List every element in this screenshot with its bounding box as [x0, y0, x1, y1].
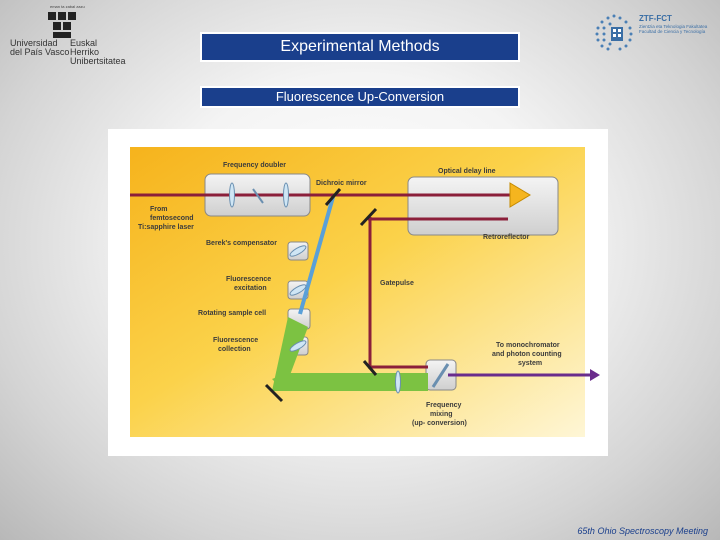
optical-delay-line-box: [407, 176, 559, 236]
retroreflector-icon: [509, 182, 531, 208]
label-freq-mixing-2: mixing: [430, 411, 453, 418]
label-from-laser-3: Ti:sapphire laser: [138, 224, 194, 231]
gate-mirror-icon: [362, 360, 378, 376]
dichroic-mirror-icon: [324, 188, 342, 206]
university-emblem-icon: [48, 12, 76, 38]
label-rotating-sample-cell: Rotating sample cell: [198, 310, 266, 317]
label-fluor-excitation-1: Fluorescence: [226, 276, 271, 283]
excitation-beam: [298, 196, 335, 315]
fluorescence-beam-down: [272, 317, 308, 391]
footer-meeting: 65th Ohio Spectroscopy Meeting: [577, 526, 708, 536]
label-freq-mixing-1: Frequency: [426, 402, 462, 409]
doubler-lens-2-icon: [283, 182, 289, 208]
faculty-line2: Facultad de Ciencia y Tecnología: [639, 29, 706, 34]
excitation-lens-icon: [289, 284, 307, 296]
logo-text-es: Universidad del País Vasco: [10, 39, 69, 57]
logo-line2-eu: Unibertsitatea: [70, 56, 126, 66]
logo-line2-es: del País Vasco: [10, 47, 70, 57]
output-arrow-icon: [590, 369, 600, 381]
focusing-lens-icon: [395, 370, 401, 394]
university-logo: eman ta zabal zazu Universidad del País …: [8, 4, 128, 66]
setup-diagram-svg: Frequency doubler Dichroic mirror Optica…: [130, 147, 600, 437]
collection-lens-icon: [289, 340, 307, 352]
logo-line1-es: Universidad: [10, 38, 58, 48]
label-optical-delay-line: Optical delay line: [438, 168, 496, 175]
delay-mirror-icon: [359, 207, 378, 227]
label-freq-mixing-3: (up- conversion): [412, 420, 467, 427]
fluorescence-beam-horizontal: [272, 373, 428, 391]
slide-title: Experimental Methods: [200, 32, 520, 62]
faculty-line1: Zientzia eta Teknologia Fakultatea: [639, 24, 708, 29]
fold-mirror-icon: [264, 383, 284, 403]
faculty-logo: ZTF-FCT Zientzia eta Teknologia Fakultat…: [592, 12, 712, 52]
setup-diagram: Frequency doubler Dichroic mirror Optica…: [108, 129, 608, 456]
faculty-logo-title: ZTF-FCT: [639, 14, 672, 23]
label-fluor-collection-2: collection: [218, 346, 251, 353]
doubler-crystal-icon: [252, 188, 264, 204]
label-bereks-compensator: Berek's compensator: [206, 240, 277, 247]
logo-line1-eu: Euskal Herriko: [70, 38, 100, 57]
label-to-mono-3: system: [518, 360, 542, 367]
label-fluor-collection-1: Fluorescence: [213, 337, 258, 344]
bereks-compensator-icon: [289, 245, 307, 257]
label-to-mono-1: To monochromator: [496, 342, 560, 349]
label-dichroic-mirror: Dichroic mirror: [316, 180, 367, 187]
logo-text-eu: Euskal Herriko Unibertsitatea: [70, 39, 128, 66]
label-gatepulse: Gatepulse: [380, 280, 414, 287]
logo-motto: eman ta zabal zazu: [50, 4, 85, 9]
mixing-crystal-icon: [431, 363, 450, 388]
faculty-emblem-icon: [595, 14, 633, 51]
doubler-lens-1-icon: [229, 182, 235, 208]
label-to-mono-2: and photon counting: [492, 351, 562, 358]
label-frequency-doubler: Frequency doubler: [223, 162, 286, 169]
label-from-laser-2: femtosecond: [150, 215, 194, 222]
label-retroreflector: Retroreflector: [483, 234, 530, 241]
slide-subtitle: Fluorescence Up-Conversion: [200, 86, 520, 108]
label-fluor-excitation-2: excitation: [234, 285, 267, 292]
label-from-laser-1: From: [150, 206, 168, 213]
faculty-logo-subtitle: Zientzia eta Teknologia Fakultatea Facul…: [639, 24, 711, 34]
